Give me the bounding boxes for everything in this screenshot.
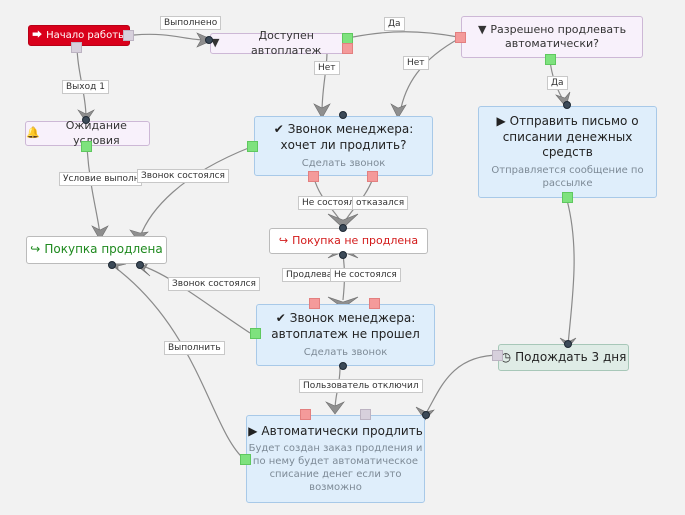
wait-3-days-node[interactable]: ◷ Подождать 3 дня [498,344,629,371]
arrowhead [325,401,345,415]
edge-label-call-made: Звонок состоялся [137,169,229,183]
autopay-no-port[interactable] [342,43,353,54]
call1-refused-port[interactable] [367,171,378,182]
check-icon: ✔ [275,311,286,326]
edge-wait-renewed [86,147,101,236]
arrowhead [390,103,407,119]
edge-allowed-call1 [399,37,461,114]
purchase-not-renewed-node[interactable]: ↪ Покупка не продлена [269,228,428,254]
manager-call-1-title: ✔Звонок менеджера: хочет ли продлить? [255,122,432,153]
input-dot[interactable] [82,116,90,124]
call2-renew-port[interactable] [309,298,320,309]
input-dot[interactable] [564,340,572,348]
call2-made-port[interactable] [250,328,261,339]
edge-wait-autorenew [424,354,501,416]
call1-made-port[interactable] [247,141,258,152]
edge-label-no-1: Нет [314,61,340,75]
edge-label-yes-1: Да [384,17,405,31]
filter-icon: ▼ [477,22,487,36]
autopay-available-label: Доступен автоплатеж [251,29,322,57]
edge-label-user-disabled: Пользователь отключил [299,379,423,393]
check-icon: ✔ [273,122,284,137]
autopay-available-node[interactable]: ▼ Доступен автоплатеж [210,29,350,57]
start-output-port[interactable] [123,30,134,41]
arrowhead [91,225,109,241]
start-exit-port[interactable] [71,42,82,53]
start-node-label: Начало работы [46,30,126,41]
edge-label-done: Выполнено [160,16,222,30]
play-icon: ▶ [496,114,506,129]
manager-call-2-label: Звонок менеджера: автоплатеж не прошел [271,311,420,341]
allowed-no-port[interactable] [455,32,466,43]
input-dot[interactable] [339,224,347,232]
input-dot[interactable] [205,36,213,44]
send-letter-label: Отправить письмо о списании денежных сре… [502,114,639,160]
edge-label-execute: Выполнить [164,341,225,355]
send-letter-subtitle: Отправляется сообщение по рассылке [491,164,644,189]
sign-out-icon: ↪ [278,233,289,247]
input-dot[interactable] [339,362,347,370]
sign-out-icon: ↪ [30,242,41,257]
input-dot[interactable] [422,411,430,419]
edge-autopay-call1 [321,51,328,114]
manager-call-1-label: Звонок менеджера: хочет ли продлить? [280,122,414,152]
play-icon: ▶ [248,423,258,438]
autorenew-execute-port[interactable] [240,454,251,465]
auto-renew-node[interactable]: ▶Автоматически продлить Будет создан зак… [246,415,425,503]
arrowhead [327,213,359,229]
manager-call-2-subtitle: Сделать звонок [303,346,388,358]
input-dot[interactable] [136,261,144,269]
purchase-renewed-node[interactable]: ↪ Покупка продлена [26,236,167,264]
edge-call1-renewed [139,146,252,238]
manager-call-1-node[interactable]: ✔Звонок менеджера: хочет ли продлить? Сд… [254,116,433,176]
manager-call-2-node[interactable]: ✔Звонок менеджера: автоплатеж не прошел … [256,304,435,366]
edge-label-renew: Продлевать [282,268,336,282]
clock-icon: ◷ [500,349,512,364]
input-dot[interactable] [339,111,347,119]
arrowhead [313,103,331,119]
allowed-yes-port[interactable] [545,54,556,65]
call2-not-made-port[interactable] [369,298,380,309]
auto-renew-allowed-node[interactable]: ▼Разрешено продлевать автоматически? [461,16,643,58]
auto-renew-title: ▶Автоматически продлить [248,424,423,440]
edge-call2-renewed [139,264,251,334]
call1-not-made-port[interactable] [308,171,319,182]
wait-condition-port[interactable] [81,141,92,152]
manager-call-2-title: ✔Звонок менеджера: автоплатеж не прошел [257,311,434,342]
send-letter-title: ▶Отправить письмо о списании денежных ср… [479,114,656,161]
edge-start-autopay [133,33,206,41]
sign-in-icon: ⮕ [32,30,43,41]
input-dot[interactable] [108,261,116,269]
filter-icon: ▼ [211,36,220,50]
manager-call-1-subtitle: Сделать звонок [301,157,386,169]
input-dot[interactable] [339,251,347,259]
edge-label-call-made-2: Звонок состоялся [168,277,260,291]
edge-label-not-made-2: Не состоялся [330,268,401,282]
purchase-renewed-label: Покупка продлена [44,242,163,257]
input-dot[interactable] [563,101,571,109]
send-letter-node[interactable]: ▶Отправить письмо о списании денежных ср… [478,106,657,198]
bell-icon: 🔔 [26,126,40,140]
edge-label-yes-2: Да [547,76,568,90]
purchase-not-renewed-label: Покупка не продлена [292,233,419,247]
autorenew-port-a[interactable] [300,409,311,420]
letter-output-port[interactable] [562,192,573,203]
autorenew-port-b[interactable] [360,409,371,420]
wait-3-days-label: Подождать 3 дня [515,349,627,364]
auto-renew-allowed-text: Разрешено продлевать автоматически? [490,22,627,50]
edge-label-not-made: Не состоялся [298,196,369,210]
auto-renew-allowed-label: ▼Разрешено продлевать автоматически? [462,23,642,52]
edge-label-exit-1: Выход 1 [62,80,109,94]
edge-autorenew-renewed [111,264,246,461]
wait-3-days-port[interactable] [492,350,503,361]
edge-label-refused: Отказался [352,196,409,210]
wait-condition-label: Ожидание условия [65,119,127,147]
auto-renew-subtitle: Будет создан заказ продления и по нему б… [248,443,423,494]
edge-autopay-allowed [352,31,459,38]
edge-label-condition-done: Условие выполнено [59,172,142,186]
edge-label-no-2: Нет [403,56,429,70]
edge-letter-wait [566,199,575,346]
auto-renew-label: Автоматически продлить [261,423,423,438]
